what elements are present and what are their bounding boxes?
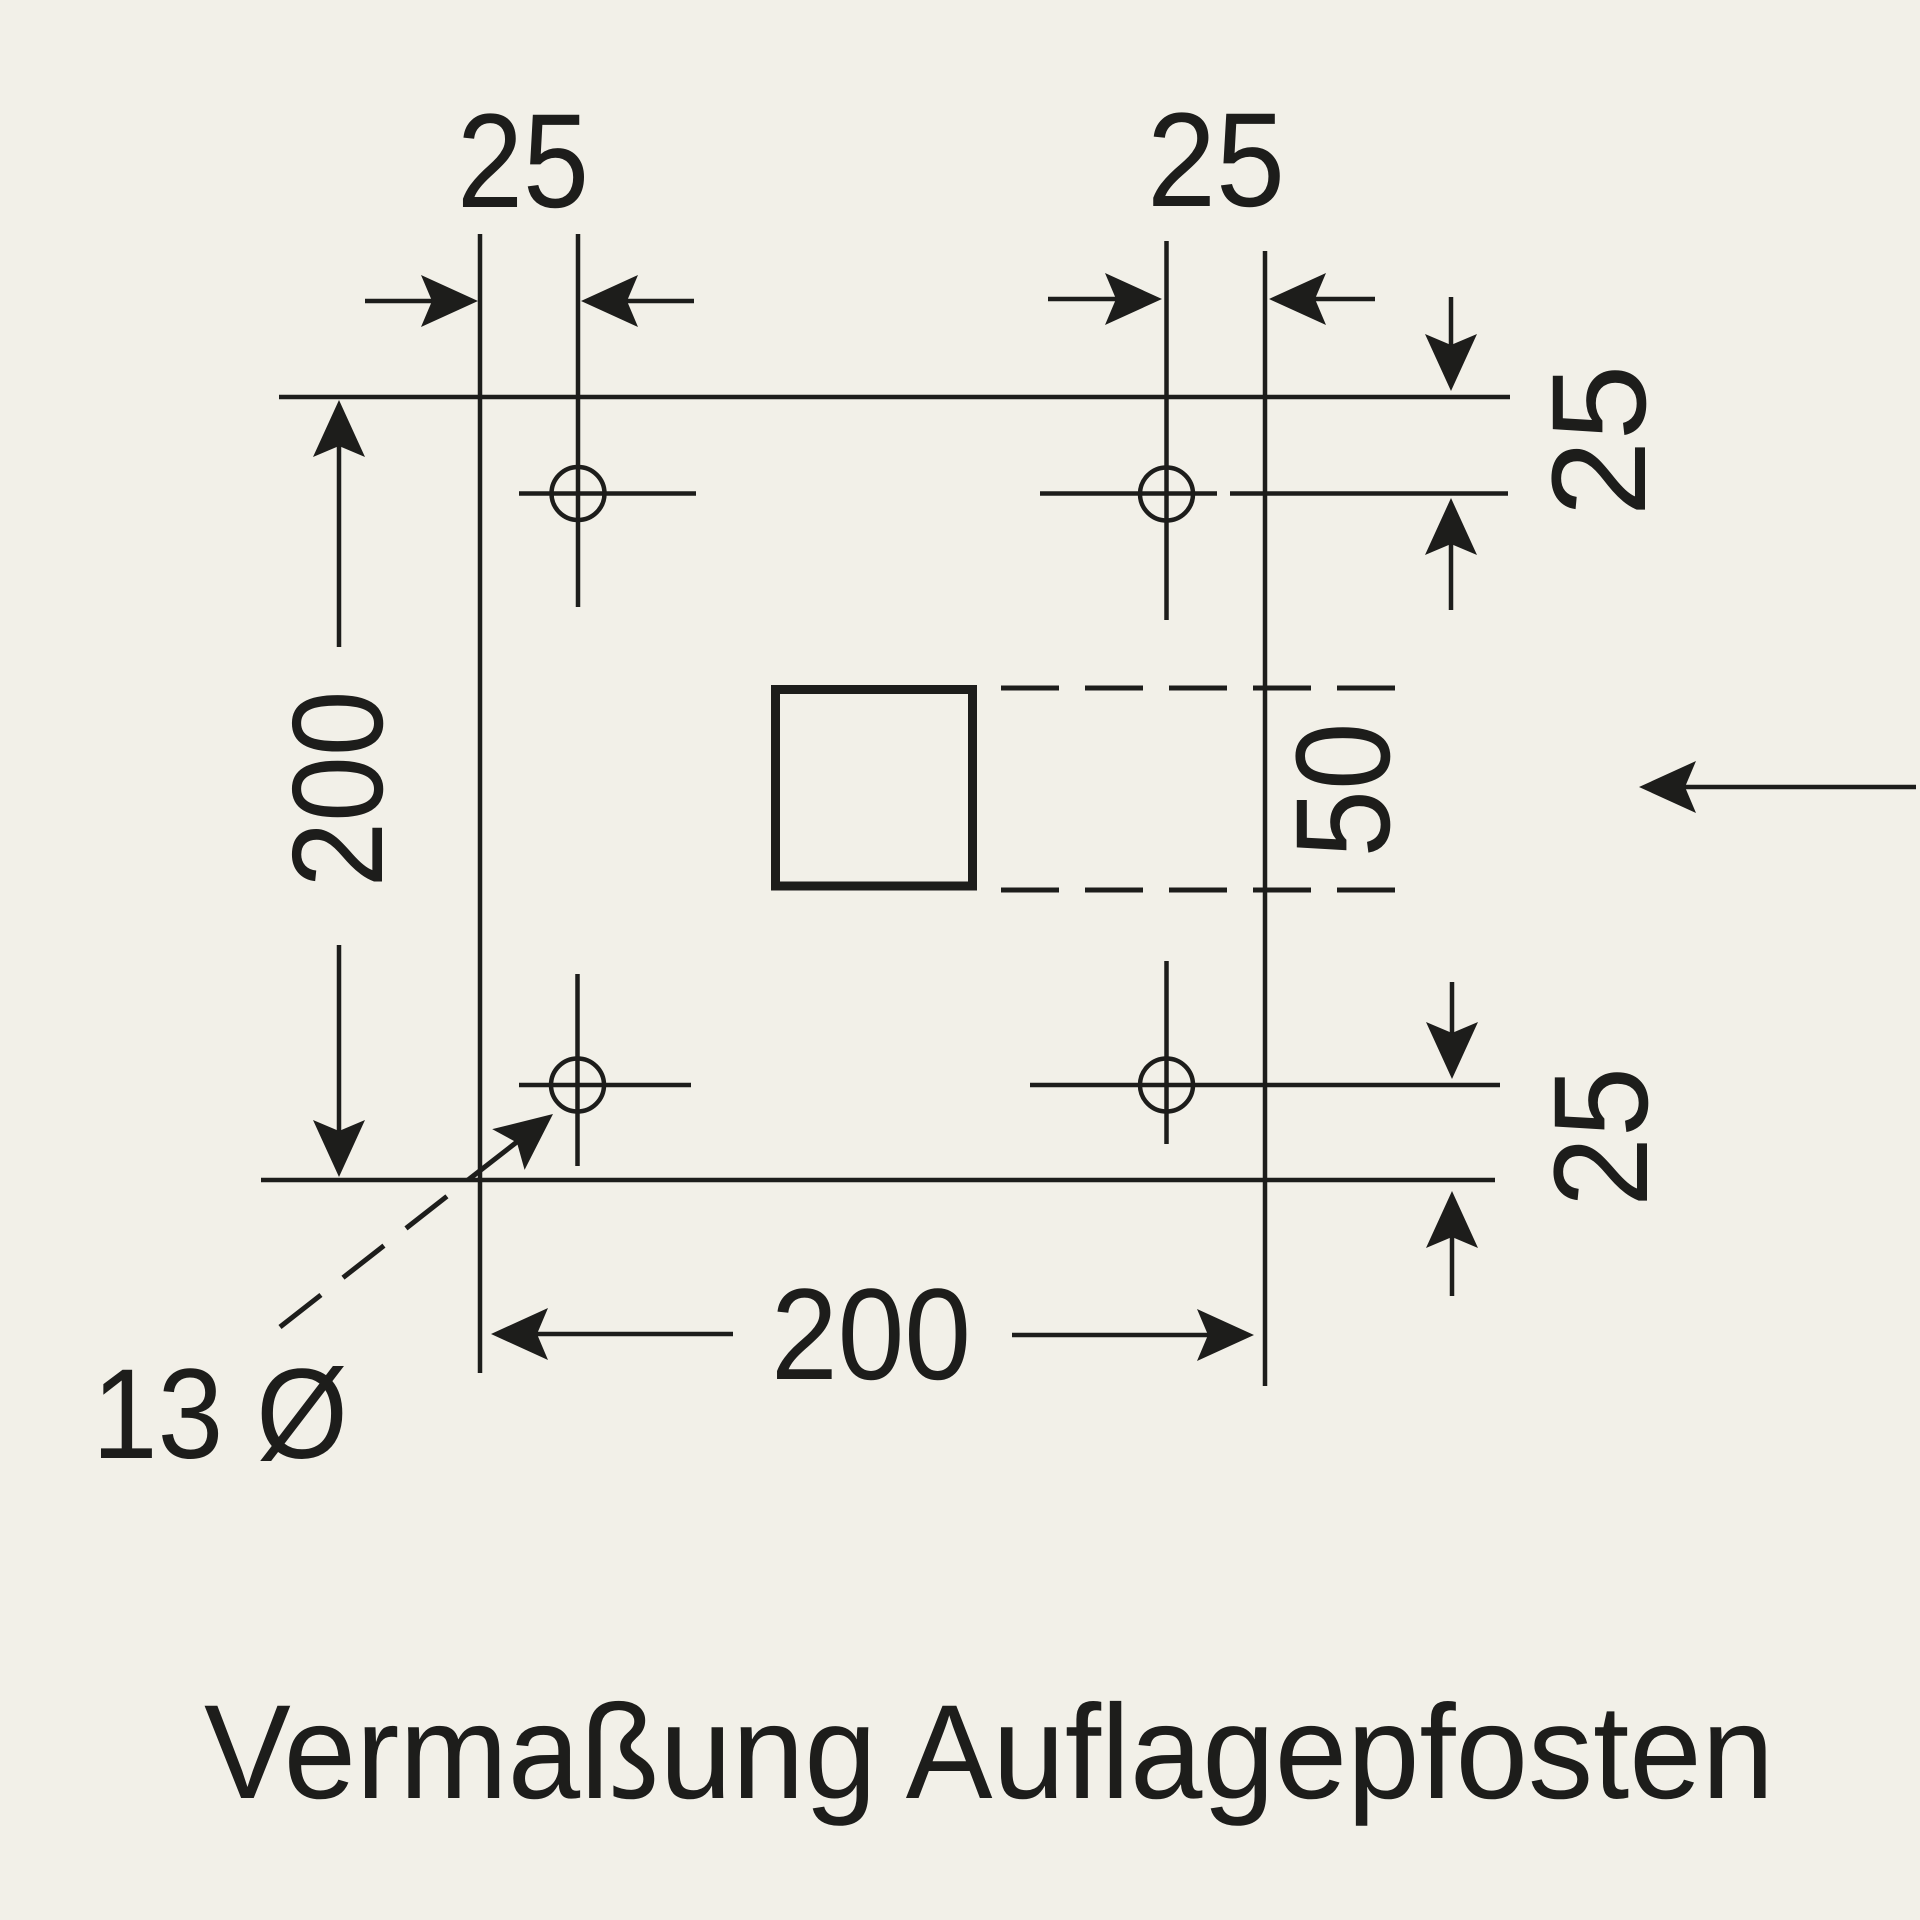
svg-text:200: 200	[266, 691, 410, 888]
svg-text:25: 25	[1525, 365, 1674, 517]
svg-text:Vermaßung Auflagepfosten: Vermaßung Auflagepfosten	[204, 1678, 1774, 1827]
svg-text:200: 200	[771, 1261, 971, 1407]
svg-text:13 Ø: 13 Ø	[92, 1343, 348, 1486]
svg-text:25: 25	[457, 87, 589, 236]
svg-text:25: 25	[1147, 86, 1285, 235]
svg-text:50: 50	[1269, 723, 1418, 858]
svg-text:25: 25	[1527, 1067, 1676, 1207]
